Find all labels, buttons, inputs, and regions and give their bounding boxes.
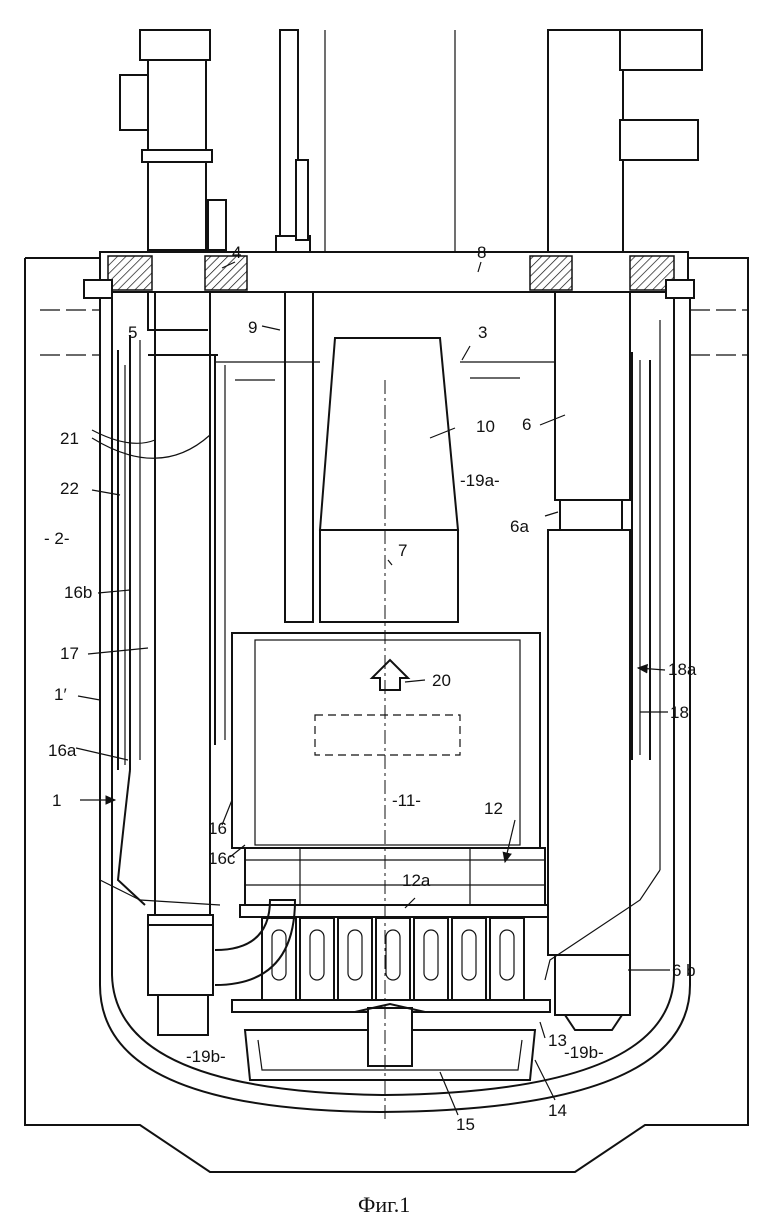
assembly-row: [261, 917, 525, 1001]
label-3: 3: [478, 323, 487, 342]
roof-flange-left: [107, 255, 153, 291]
label-6a: 6a: [510, 517, 529, 536]
label-16: 16: [208, 819, 227, 838]
label-20: 20: [432, 671, 451, 690]
hx-6b: [554, 954, 631, 1016]
label-10: 10: [476, 417, 495, 436]
rod-guide-9: [284, 291, 314, 623]
label-19b-left: -19b-: [186, 1047, 226, 1066]
pit-outline: [24, 257, 749, 1173]
flow-arrow-20: [369, 658, 411, 691]
catcher-chimney: [367, 1007, 413, 1067]
label-1prime: 1′: [54, 685, 67, 704]
label-6b: 6 b: [672, 961, 696, 980]
label-18: 18: [670, 703, 689, 722]
label-7: 7: [398, 541, 407, 560]
label-19a: -19a-: [460, 471, 500, 490]
diagrid: [244, 847, 546, 909]
label-4: 4: [232, 243, 241, 262]
label-19b-right: -19b-: [564, 1043, 604, 1062]
above-core-structure: [318, 337, 460, 531]
core-barrel: [231, 632, 541, 849]
label-21: 21: [60, 429, 79, 448]
roof-slab: [99, 251, 689, 293]
pump-head: [139, 29, 211, 61]
label-12: 12: [484, 799, 503, 818]
label-14: 14: [548, 1101, 567, 1120]
label-13: 13: [548, 1031, 567, 1050]
hx-6a: [559, 499, 623, 531]
label-16c: 16c: [208, 849, 236, 868]
main-vessel: [99, 288, 691, 1114]
label-5: 5: [128, 323, 137, 342]
heat-exchanger-top: [547, 29, 624, 253]
label-16b: 16b: [64, 583, 92, 602]
label-15: 15: [456, 1115, 475, 1134]
label-1: 1: [52, 791, 61, 810]
pump-bottom: [147, 914, 214, 996]
label-8: 8: [477, 243, 486, 262]
label-9: 9: [248, 318, 257, 337]
roof-flange-4: [204, 255, 248, 291]
label-2: - 2-: [44, 529, 70, 548]
label-6: 6: [522, 415, 531, 434]
inlet-elbow: [214, 899, 297, 986]
label-17: 17: [60, 644, 79, 663]
inner-vessel: [111, 292, 675, 1097]
figure-caption: Фиг.1: [358, 1192, 410, 1217]
label-12a: 12a: [402, 871, 431, 890]
label-18a: 18a: [668, 660, 697, 679]
roof-flange-right: [529, 255, 573, 291]
label-16a: 16a: [48, 741, 77, 760]
label-22: 22: [60, 479, 79, 498]
label-11: -11-: [392, 791, 421, 810]
